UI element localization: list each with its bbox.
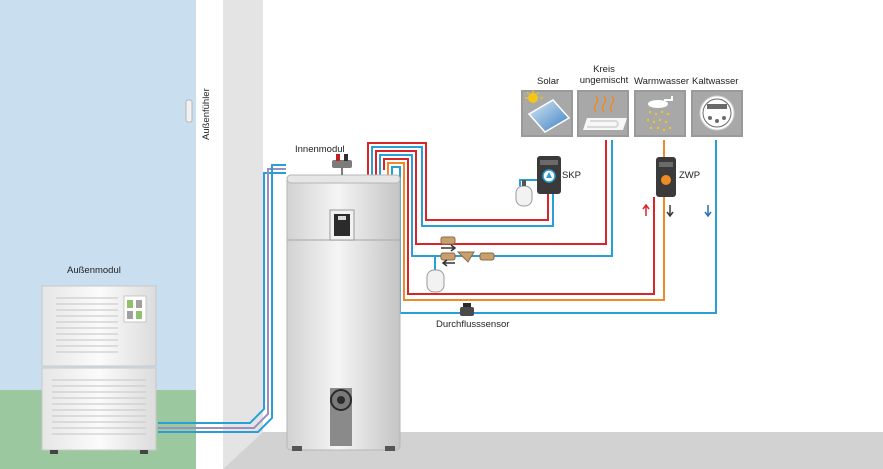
outdoor-line-supply <box>158 164 286 433</box>
underfloor-heating-icon <box>577 90 629 137</box>
shower-icon <box>634 90 686 137</box>
arrow-up-red <box>642 203 650 216</box>
label-skp: SKP <box>562 170 582 181</box>
valve-upper <box>440 236 456 245</box>
dirt-filter <box>456 251 475 263</box>
label-kaltwasser: Kaltwasser <box>692 76 739 87</box>
arrow-down-blue <box>704 205 712 218</box>
outdoor-unit <box>41 285 157 454</box>
valve-right <box>479 252 495 261</box>
label-kreis-line2: ungemischt <box>579 75 629 86</box>
valve-lower <box>440 252 456 261</box>
zwp-circulation-pump <box>656 157 676 197</box>
label-aussenfuehler: Außenfühler <box>201 88 212 140</box>
flow-arrows <box>642 203 712 218</box>
water-meter-icon <box>691 90 743 137</box>
wall-side <box>223 0 263 469</box>
wall-outer-face <box>196 0 223 469</box>
brand-logo <box>123 295 147 323</box>
pipe-hot-water <box>387 140 665 301</box>
label-innenmodul: Innenmodul <box>295 144 345 155</box>
outdoor-unit-bottom <box>41 367 157 451</box>
pipe-circulation <box>383 158 655 295</box>
flow-sensor <box>460 303 474 316</box>
arrow-down-black <box>666 205 674 218</box>
valve-group <box>440 236 495 267</box>
label-durchflusssensor: Durchflusssensor <box>436 319 510 330</box>
indoor-unit <box>286 154 401 451</box>
label-aussenmodul: Außenmodul <box>67 265 121 276</box>
top-valves <box>332 154 352 175</box>
solar-panel-icon <box>521 90 573 137</box>
label-warmwasser: Warmwasser <box>634 76 690 87</box>
pipe-solar-vessel <box>519 179 537 186</box>
label-zwp: ZWP <box>679 170 701 181</box>
outdoor-line-refrigerant <box>158 168 286 429</box>
outdoor-sensor <box>185 99 193 123</box>
label-solar: Solar <box>537 76 560 87</box>
label-kreis-line1: Kreis <box>593 64 615 75</box>
label-kreis-ungemischt: Kreis ungemischt <box>576 64 632 86</box>
expansion-vessel <box>426 269 445 293</box>
outdoor-connection-lines <box>158 164 286 433</box>
solar-expansion-vessel <box>515 180 533 207</box>
skp-pump-station <box>537 156 561 194</box>
